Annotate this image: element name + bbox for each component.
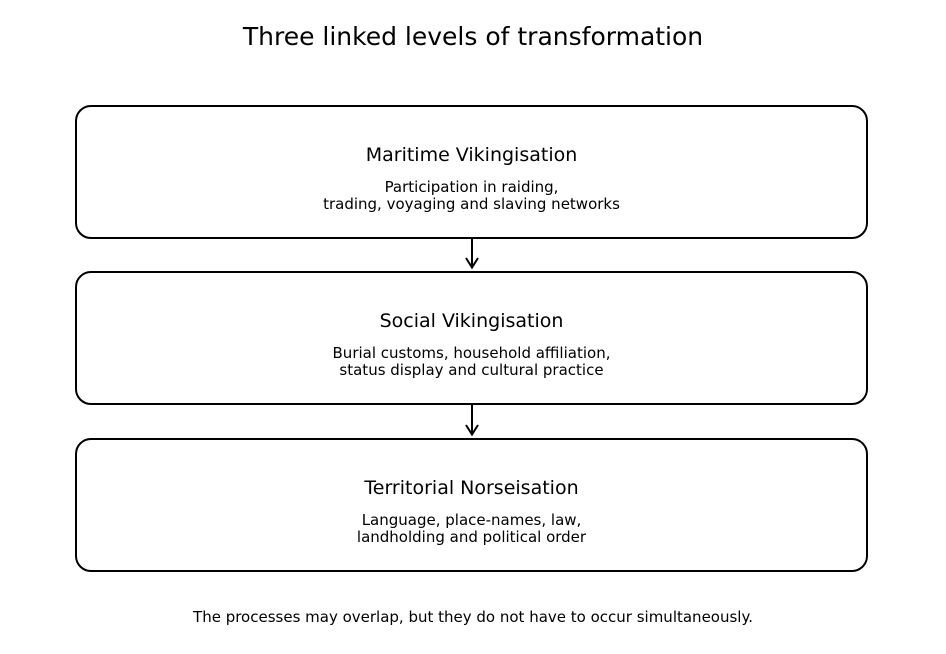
level-description-line: Language, place-names, law,: [361, 511, 582, 529]
level-box-social-vikingisation: Social Vikingisation Burial customs, hou…: [75, 271, 868, 405]
level-title: Territorial Norseisation: [364, 477, 579, 499]
level-description-line: status display and cultural practice: [339, 361, 604, 379]
level-description-line: trading, voyaging and slaving networks: [323, 195, 620, 213]
diagram-title: Three linked levels of transformation: [242, 22, 704, 51]
level-description: Participation in raiding, trading, voyag…: [77, 179, 866, 213]
down-arrow: [465, 238, 479, 270]
down-arrow: [465, 405, 479, 437]
level-box-maritime-vikingisation: Maritime Vikingisation Participation in …: [75, 105, 868, 239]
level-description-line: Participation in raiding,: [384, 178, 559, 196]
level-box-territorial-norseisation: Territorial Norseisation Language, place…: [75, 438, 868, 572]
level-title: Maritime Vikingisation: [365, 144, 578, 166]
level-description-line: landholding and political order: [356, 528, 587, 546]
level-description: Language, place-names, law, landholding …: [77, 512, 866, 546]
level-description-line: Burial customs, household affiliation,: [332, 344, 611, 362]
level-description: Burial customs, household affiliation, s…: [77, 345, 866, 379]
level-title: Social Vikingisation: [379, 310, 564, 332]
footnote: The processes may overlap, but they do n…: [193, 608, 753, 626]
